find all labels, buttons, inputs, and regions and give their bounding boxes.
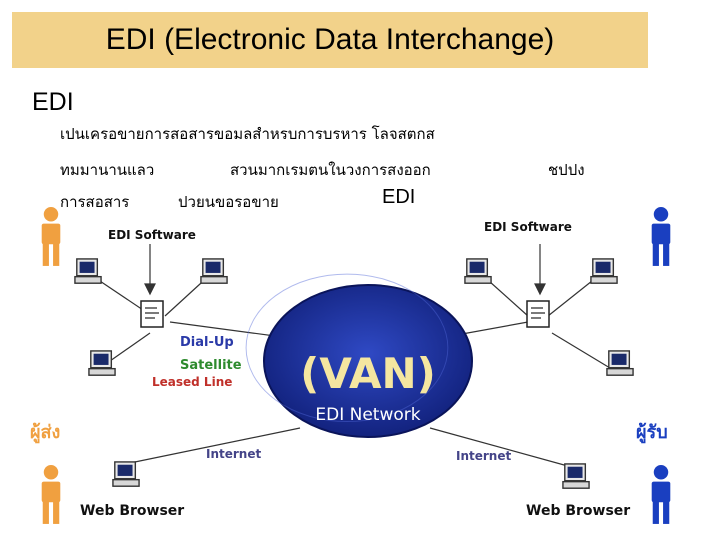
web-browser-left-label: Web Browser (80, 503, 184, 519)
network-label: EDI Network (315, 405, 420, 425)
receiver-person-icon-top (651, 207, 671, 266)
van-label: (VAN) (300, 349, 436, 398)
left-computer-3 (88, 350, 116, 376)
link-leased-label: Leased Line (152, 375, 232, 389)
body-line-3a: การสอสาร (60, 193, 130, 211)
internet-left-label: Internet (206, 447, 261, 461)
globe-highlight (245, 273, 449, 423)
edi-diagram: (VAN) EDI Network Dial-Up Satellite Leas… (0, 188, 720, 540)
sender-person-icon-bottom (41, 465, 61, 524)
right-software-label: EDI Software (484, 220, 572, 234)
left-computer-1 (74, 258, 102, 284)
link-satellite-label: Satellite (180, 358, 242, 373)
right-edi-document (526, 300, 550, 328)
sender-person-icon-top (41, 207, 61, 266)
van-network-globe (263, 284, 473, 438)
body-line-2c: ชปปง (548, 161, 585, 179)
body-line-2b: สวนมากเรมตนในวงการสงออก (230, 161, 431, 179)
slide-title: EDI (Electronic Data Interchange) (105, 23, 555, 56)
internet-right-label: Internet (456, 449, 511, 463)
right-computer-3 (606, 350, 634, 376)
link-dialup-label: Dial-Up (180, 335, 234, 350)
right-web-browser-computer (562, 463, 590, 489)
receiver-person-icon-bottom (651, 465, 671, 524)
left-software-arrow (144, 244, 156, 296)
web-browser-right-label: Web Browser (526, 503, 630, 519)
section-heading: EDI (32, 88, 74, 116)
left-computer-2 (200, 258, 228, 284)
left-software-label: EDI Software (108, 228, 196, 242)
right-software-arrow (534, 244, 546, 296)
left-edi-document (140, 300, 164, 328)
internet-lines (129, 427, 576, 469)
body-line-3c: EDI (382, 186, 416, 208)
edi-diagram-svg: (VAN) EDI Network Dial-Up Satellite Leas… (30, 207, 671, 524)
left-connections (87, 272, 291, 369)
body-line-1: เปนเครอขายการสอสารขอมลสำหรบการบรหาร โลจส… (60, 125, 435, 143)
left-web-browser-computer (112, 461, 140, 487)
receiver-label: ผู้รับ (636, 422, 668, 444)
right-computer-2 (590, 258, 618, 284)
right-computer-1 (464, 258, 492, 284)
title-bar: EDI (Electronic Data Interchange) (12, 12, 648, 68)
sender-label: ผู้ส่ง (30, 422, 60, 444)
body-line-3b: ปวยนขอรอขาย (178, 193, 279, 211)
body-line-2a: ทมมานานแลว (60, 161, 155, 179)
